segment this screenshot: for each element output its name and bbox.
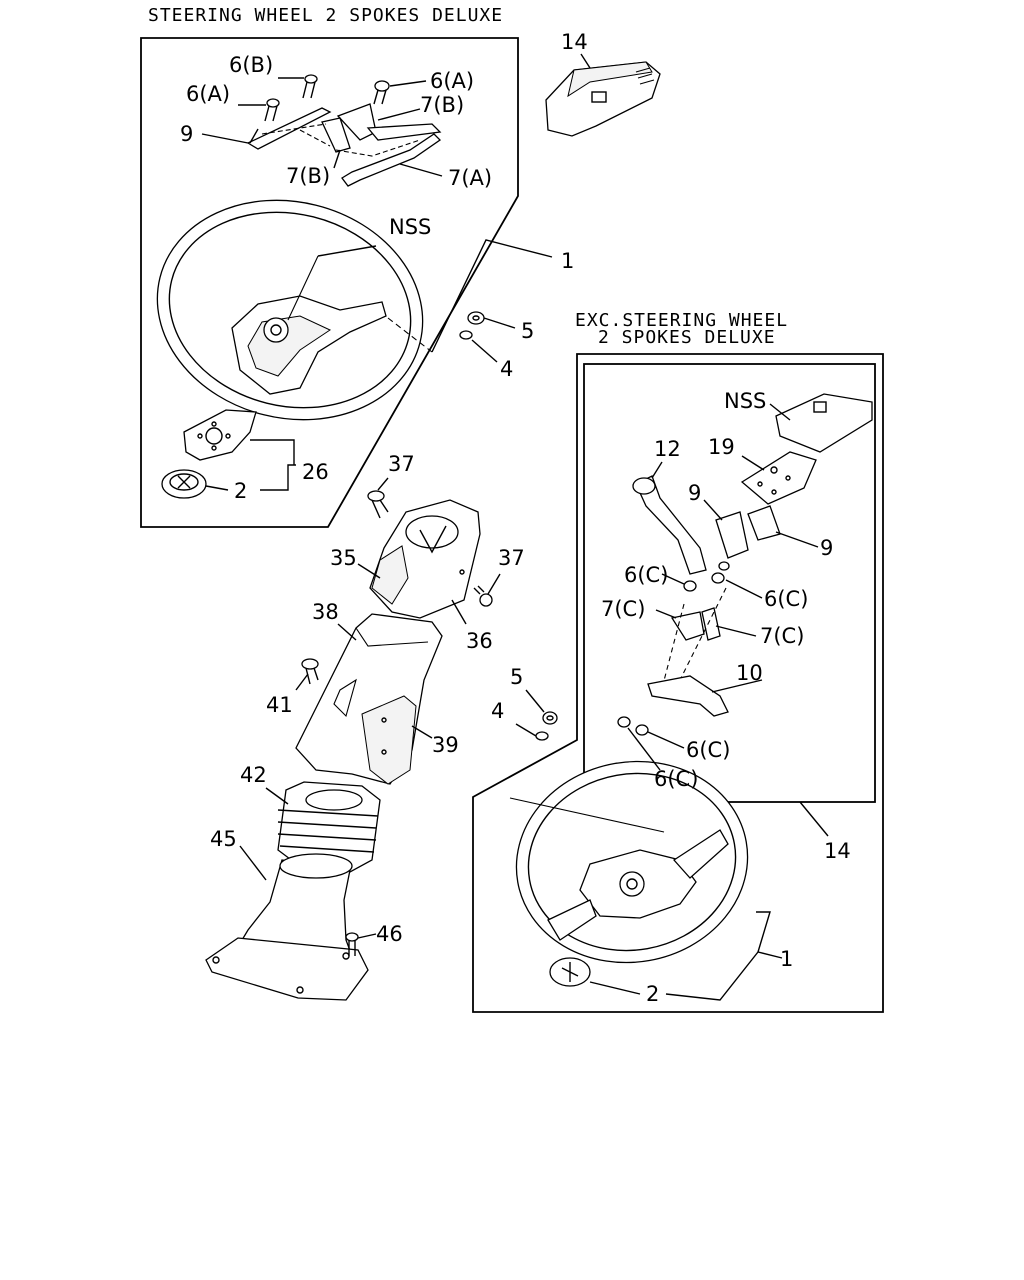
callout-6c-1: 6(C) [624, 563, 668, 587]
callout-6c-2: 6(C) [764, 587, 808, 611]
callout-5-top: 5 [521, 319, 534, 343]
exc-bracket-10 [647, 675, 729, 717]
callout-4-mid: 4 [491, 699, 504, 723]
deluxe-horn-pad [183, 409, 257, 461]
callout-39: 39 [432, 733, 459, 757]
callout-42: 42 [240, 763, 267, 787]
callout-12: 12 [654, 437, 681, 461]
bolt-6a-right [373, 80, 390, 105]
callout-14-right: 14 [824, 839, 851, 863]
deluxe-center-cap [161, 469, 207, 499]
bolt-6b [302, 74, 318, 99]
callout-6b-top: 6(B) [229, 53, 273, 77]
screw-37-top [367, 490, 389, 519]
callout-1-right: 1 [780, 947, 793, 971]
callout-2-left: 2 [234, 479, 247, 503]
callout-9-r2: 9 [820, 536, 833, 560]
callout-37-top: 37 [388, 452, 415, 476]
exc-bolts-6c-lower [617, 716, 649, 736]
callout-26: 26 [302, 460, 329, 484]
callout-7c-1: 7(C) [601, 597, 645, 621]
callout-9-left: 9 [180, 122, 193, 146]
exc-inner-frame [583, 363, 876, 803]
deluxe-steering-wheel [156, 199, 433, 421]
callout-35: 35 [330, 546, 357, 570]
callout-41: 41 [266, 693, 293, 717]
screw-41 [301, 658, 319, 685]
boot-42 [277, 781, 381, 873]
callout-6a-right: 6(A) [430, 69, 474, 93]
exc-spoke-12 [632, 475, 707, 575]
nut-5-mid [542, 711, 558, 725]
bracket-7b-right [366, 123, 442, 141]
exc-bolts-6c-upper [683, 561, 730, 592]
nut-5-top [467, 311, 485, 325]
washer-4-top [459, 330, 473, 340]
deluxe-bracket-assembly [246, 74, 442, 187]
callout-19: 19 [708, 435, 735, 459]
callout-1-left: 1 [561, 249, 574, 273]
callout-6c-4: 6(C) [654, 767, 698, 791]
callout-46: 46 [376, 922, 403, 946]
callout-45: 45 [210, 827, 237, 851]
exc-center-cap [549, 957, 591, 987]
callout-2-right: 2 [646, 982, 659, 1006]
callout-6a-left: 6(A) [186, 82, 230, 106]
callout-9-r1: 9 [688, 481, 701, 505]
screw-46 [345, 932, 359, 956]
callout-nss-left: NSS [389, 215, 431, 239]
exc-outer-frame [472, 353, 884, 1013]
screw-37-right [473, 585, 493, 607]
exc-bracket-9-left [715, 511, 749, 559]
exc-steering-wheel [509, 760, 749, 964]
horn-pad-14-top [545, 61, 661, 137]
column-cover-upper [369, 499, 481, 619]
callout-38: 38 [312, 600, 339, 624]
callout-nss-right: NSS [724, 389, 766, 413]
heading-exc-line2: 2 SPOKES DELUXE [598, 327, 776, 348]
heading-exc-line1: EXC.STEERING WHEEL [575, 310, 788, 331]
callout-7a: 7(A) [448, 166, 492, 190]
callout-14-top: 14 [561, 30, 588, 54]
bracket-9 [246, 107, 332, 150]
exc-brackets-7c [670, 607, 721, 641]
callout-4-top: 4 [500, 357, 513, 381]
callout-7c-2: 7(C) [760, 624, 804, 648]
washer-4-mid [535, 731, 549, 741]
deluxe-frame [140, 37, 519, 528]
callout-37-right: 37 [498, 546, 525, 570]
callout-10: 10 [736, 661, 763, 685]
leader-lines [201, 53, 829, 1001]
column-cover-lower [295, 613, 443, 785]
exc-bracket-9-right [747, 505, 781, 541]
bracket-7b-mid [321, 117, 351, 153]
boot-45 [205, 853, 369, 1001]
heading-deluxe: STEERING WHEEL 2 SPOKES DELUXE [148, 5, 503, 26]
exc-plate-19 [740, 451, 817, 505]
bolt-6a-left [264, 98, 280, 122]
callout-7b-bottom: 7(B) [286, 164, 330, 188]
callout-6c-3: 6(C) [686, 738, 730, 762]
bracket-7a [341, 133, 442, 187]
exc-pad-nss [775, 393, 873, 453]
callout-36: 36 [466, 629, 493, 653]
callout-5-mid: 5 [510, 665, 523, 689]
callout-7b-right: 7(B) [420, 93, 464, 117]
